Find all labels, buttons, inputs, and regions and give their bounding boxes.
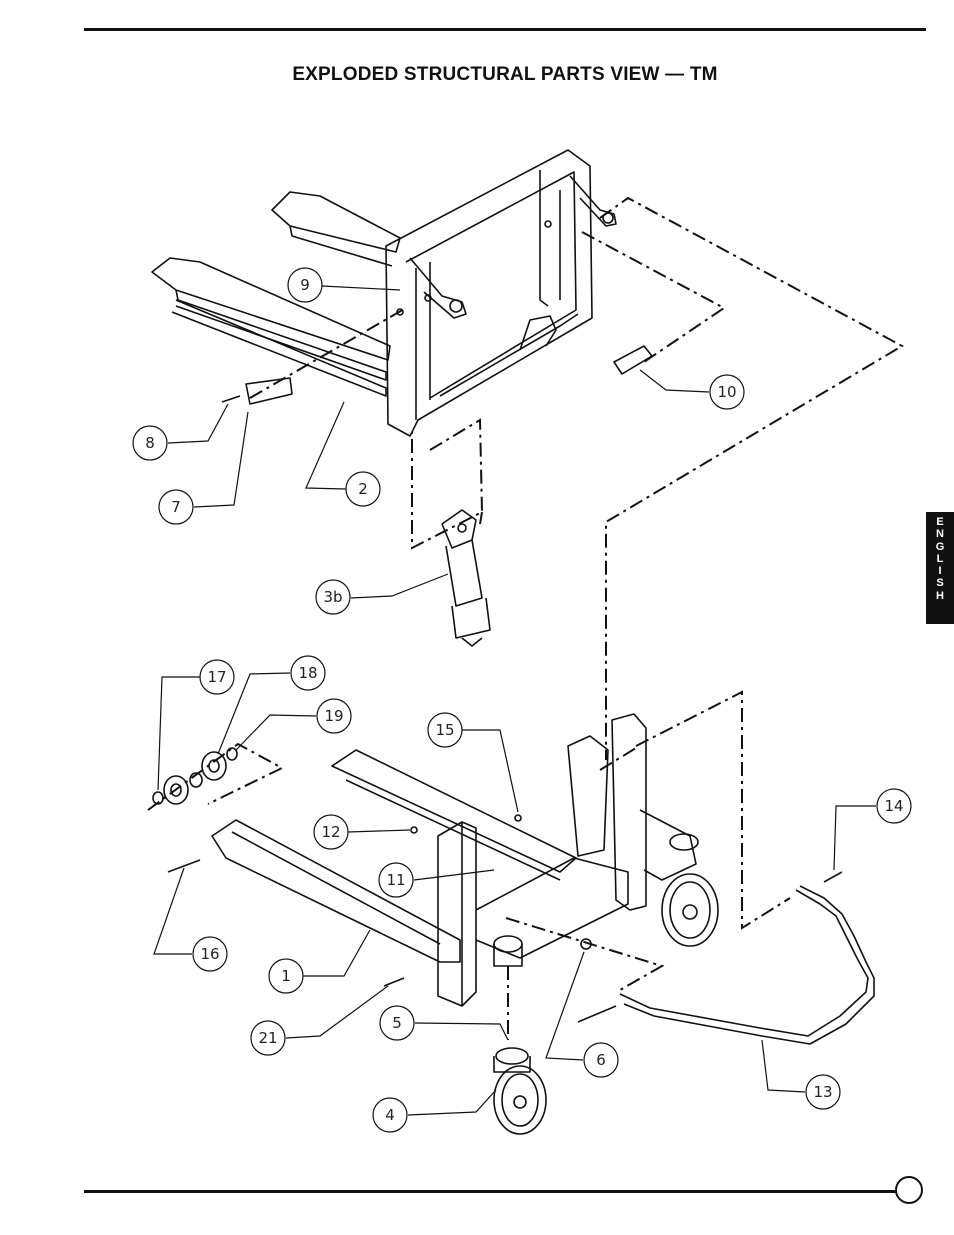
callout-2: 2 [305,401,381,507]
chassis-part [211,713,699,1007]
callout-13: 13 [761,1039,841,1110]
callout-10: 10 [639,369,745,410]
svg-text:12: 12 [321,823,340,841]
caster-wheel-part-4 [493,1047,547,1135]
svg-text:2: 2 [358,480,368,498]
svg-text:15: 15 [435,721,454,739]
page-number-circle [895,1176,923,1204]
steer-wheel-part [661,873,719,947]
lang-letter: H [936,589,944,602]
svg-text:10: 10 [717,383,736,401]
svg-text:6: 6 [596,1051,606,1069]
callout-14: 14 [833,788,912,871]
screw-part-8 [221,395,241,403]
svg-text:7: 7 [171,498,181,516]
lang-letter: G [935,540,945,553]
lang-letter: I [938,565,942,578]
callout-5: 5 [379,1005,509,1041]
svg-text:4: 4 [385,1106,395,1124]
callout-4: 4 [372,1089,497,1133]
callout-9: 9 [287,267,401,303]
callout-3b: 3b [315,573,449,615]
svg-text:14: 14 [884,797,903,815]
svg-text:16: 16 [200,945,219,963]
callout-6: 6 [545,951,619,1078]
top-rule [84,28,926,31]
page-title: EXPLODED STRUCTURAL PARTS VIEW — TM [292,64,718,85]
callout-12: 12 [313,814,411,850]
language-tab: E N G L I S H [926,512,954,624]
svg-text:21: 21 [258,1029,277,1047]
bottom-rule [84,1190,896,1193]
pin-part-21 [383,977,405,987]
lang-letter: E [936,516,944,528]
handle-bar-part-13 [619,889,869,1037]
callout-18: 18 [217,655,326,755]
svg-text:8: 8 [145,434,155,452]
callout-1: 1 [268,929,371,994]
callout-15: 15 [427,712,519,813]
callout-16: 16 [153,867,228,972]
lang-letter: N [936,528,944,541]
svg-text:9: 9 [300,276,310,294]
lang-letter: L [936,552,944,565]
svg-text:13: 13 [813,1083,832,1101]
lang-letter: S [936,577,944,590]
svg-text:11: 11 [386,871,405,889]
svg-text:1: 1 [281,967,291,985]
svg-text:3b: 3b [323,588,342,606]
callout-19: 19 [235,698,352,751]
svg-text:17: 17 [207,668,226,686]
pin-part-16 [167,859,201,873]
bolt-part-14 [823,871,843,883]
svg-text:5: 5 [392,1014,402,1032]
svg-text:19: 19 [324,707,343,725]
callout-21: 21 [250,985,389,1056]
svg-text:18: 18 [298,664,317,682]
callout-17: 17 [157,659,235,791]
hydraulic-cylinder-part [441,509,491,647]
fork-carriage-part [151,149,617,437]
assembly-lines [147,196,905,1040]
callout-7: 7 [158,411,249,525]
callout-11: 11 [378,862,495,898]
callout-8: 8 [132,403,229,461]
